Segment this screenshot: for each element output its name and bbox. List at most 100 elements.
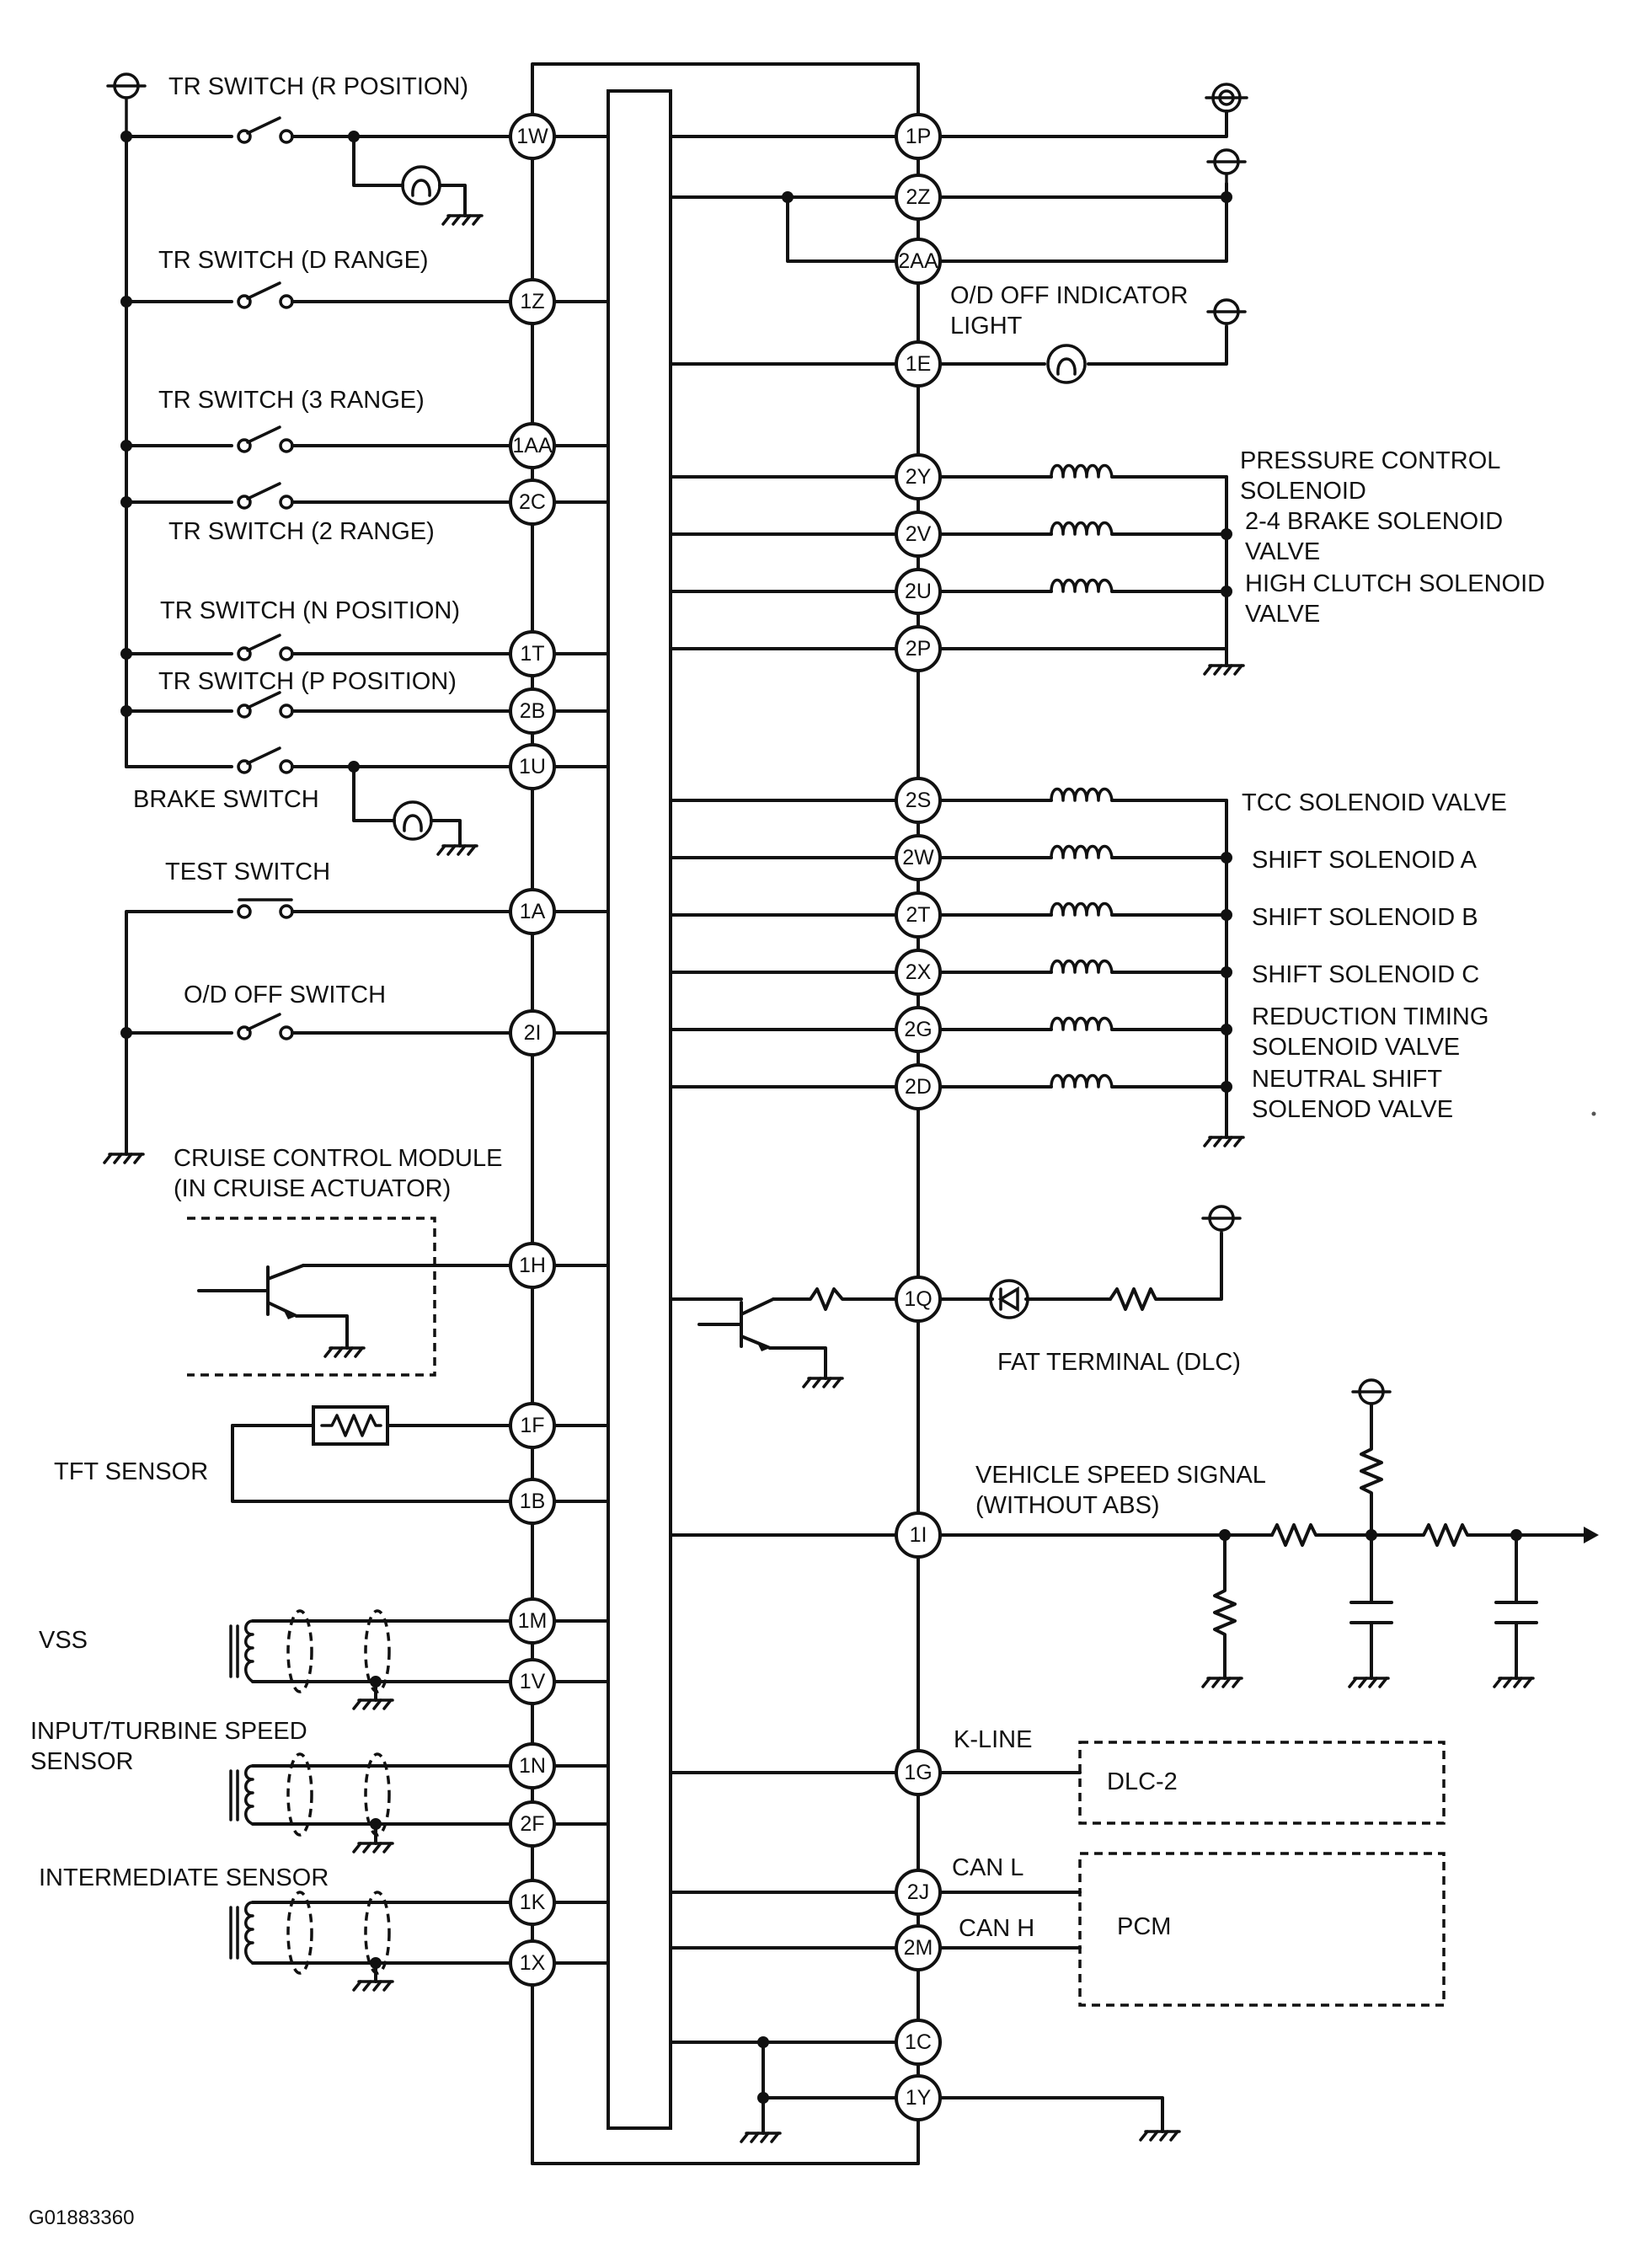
terminal-bus-lines <box>531 62 920 2165</box>
scan-speck <box>1591 1111 1596 1116</box>
brake-lamp-icon <box>393 800 462 848</box>
reverse-lamp-icon <box>401 165 467 217</box>
svg-text:1Q: 1Q <box>904 1287 932 1311</box>
svg-text:1B: 1B <box>520 1490 546 1513</box>
tft-sensor-resistor <box>312 1405 389 1446</box>
terminal-1b: 1B <box>509 1478 556 1525</box>
svg-text:1G: 1G <box>904 1761 932 1784</box>
svg-text:2P: 2P <box>906 637 932 661</box>
label-shift-solenoid-c: SHIFT SOLENOID C <box>1252 961 1479 988</box>
ground-icon <box>740 2132 782 2143</box>
terminal-2aa: 2AA <box>895 238 942 285</box>
label-input-turbine-sensor: SENSOR <box>30 1748 133 1775</box>
label-dlc-2: DLC-2 <box>1107 1768 1178 1795</box>
svg-text:1Z: 1Z <box>520 290 544 313</box>
tr-switch-p-position <box>237 691 294 719</box>
terminal-2p: 2P <box>895 625 942 672</box>
terminal-2t: 2T <box>895 891 942 939</box>
svg-text:1P: 1P <box>906 125 932 148</box>
svg-text:1Y: 1Y <box>906 2086 932 2110</box>
terminal-2j: 2J <box>895 1869 942 1916</box>
power-2z-icon <box>1206 148 1247 187</box>
label-tft-sensor: TFT SENSOR <box>54 1458 208 1485</box>
terminal-2x: 2X <box>895 949 942 996</box>
ground-icon <box>1348 1677 1390 1688</box>
svg-text:2V: 2V <box>906 522 932 546</box>
ground-icon <box>436 844 478 856</box>
label-pcm: PCM <box>1117 1913 1171 1940</box>
label-pressure-control: PRESSURE CONTROL <box>1240 447 1500 474</box>
svg-text:1A: 1A <box>520 900 546 923</box>
ground-symbols <box>103 214 1535 2143</box>
power-vss-icon <box>1351 1378 1392 1410</box>
ground-icon <box>352 1842 394 1853</box>
terminal-1t: 1T <box>509 630 556 677</box>
svg-text:1F: 1F <box>520 1414 544 1437</box>
label-tr-switch-d: TR SWITCH (D RANGE) <box>158 247 429 274</box>
label-tr-switch-2: TR SWITCH (2 RANGE) <box>168 518 435 545</box>
terminal-1m: 1M <box>509 1597 556 1645</box>
label-test-switch: TEST SWITCH <box>165 859 330 885</box>
svg-text:1E: 1E <box>906 352 932 376</box>
terminal-2u: 2U <box>895 568 942 615</box>
svg-text:2I: 2I <box>524 1021 542 1045</box>
label-tr-switch-r: TR SWITCH (R POSITION) <box>168 73 468 100</box>
svg-text:2W: 2W <box>902 846 934 869</box>
svg-text:1U: 1U <box>519 755 546 778</box>
svg-text:2F: 2F <box>520 1812 544 1836</box>
terminal-1x: 1X <box>509 1939 556 1987</box>
power-1q-icon <box>1201 1205 1242 1238</box>
svg-text:1I: 1I <box>910 1523 927 1547</box>
svg-text:1X: 1X <box>520 1951 546 1975</box>
solenoid-coils <box>1050 463 1114 1089</box>
input-turbine-coil <box>229 1752 391 1837</box>
right-side-wiring <box>669 135 1599 2135</box>
terminal-1q: 1Q <box>895 1276 942 1323</box>
terminal-1h: 1H <box>509 1242 556 1289</box>
tr-switch-d-range <box>237 281 294 309</box>
terminal-1f: 1F <box>509 1402 556 1449</box>
ground-icon <box>352 1698 394 1710</box>
terminal-2c: 2C <box>509 479 556 526</box>
svg-text:2S: 2S <box>906 789 932 812</box>
test-switch <box>237 898 294 919</box>
label-pressure-control-solenoid: SOLENOID <box>1240 478 1366 505</box>
label-od-off-indicator-light: LIGHT <box>950 313 1023 340</box>
od-off-switch <box>237 1013 294 1040</box>
ground-icon <box>323 1346 366 1358</box>
label-shift-solenoid-b: SHIFT SOLENOID B <box>1252 904 1478 931</box>
svg-text:2D: 2D <box>905 1075 932 1099</box>
label-intermediate-sensor: INTERMEDIATE SENSOR <box>39 1864 329 1891</box>
terminal-1c: 1C <box>895 2019 942 2066</box>
label-vss: VSS <box>39 1627 88 1654</box>
label-neutral-shift: NEUTRAL SHIFT <box>1252 1066 1442 1093</box>
terminal-1v: 1V <box>509 1658 556 1705</box>
left-labels: TR SWITCH (R POSITION) TR SWITCH (D RANG… <box>30 73 502 1891</box>
terminal-1p: 1P <box>895 113 942 160</box>
right-side-symbols <box>697 83 1446 2007</box>
label-od-off-switch: O/D OFF SWITCH <box>184 982 386 1008</box>
terminal-1e: 1E <box>895 340 942 388</box>
svg-text:2U: 2U <box>905 580 932 603</box>
svg-text:1H: 1H <box>519 1254 546 1277</box>
label-od-off-indicator: O/D OFF INDICATOR <box>950 282 1188 309</box>
svg-text:1M: 1M <box>518 1609 548 1633</box>
svg-text:2B: 2B <box>520 699 546 723</box>
ground-icon <box>103 1153 145 1164</box>
label-tcc-solenoid-valve: TCC SOLENOID VALVE <box>1242 789 1507 816</box>
terminal-2v: 2V <box>895 511 942 558</box>
svg-text:1C: 1C <box>905 2030 932 2054</box>
label-high-clutch-solenoid: HIGH CLUTCH SOLENOID <box>1245 570 1545 597</box>
figure-id: G01883360 <box>29 2206 134 2229</box>
svg-text:1V: 1V <box>520 1670 546 1693</box>
terminal-2y: 2Y <box>895 453 942 500</box>
svg-text:1W: 1W <box>516 125 548 148</box>
terminal-2z: 2Z <box>895 174 942 221</box>
terminal-2w: 2W <box>895 834 942 881</box>
terminal-2s: 2S <box>895 777 942 824</box>
svg-text:2M: 2M <box>904 1936 933 1960</box>
tr-switch-r-position <box>237 116 294 144</box>
terminal-1y: 1Y <box>895 2074 942 2121</box>
svg-text:2T: 2T <box>906 903 930 927</box>
